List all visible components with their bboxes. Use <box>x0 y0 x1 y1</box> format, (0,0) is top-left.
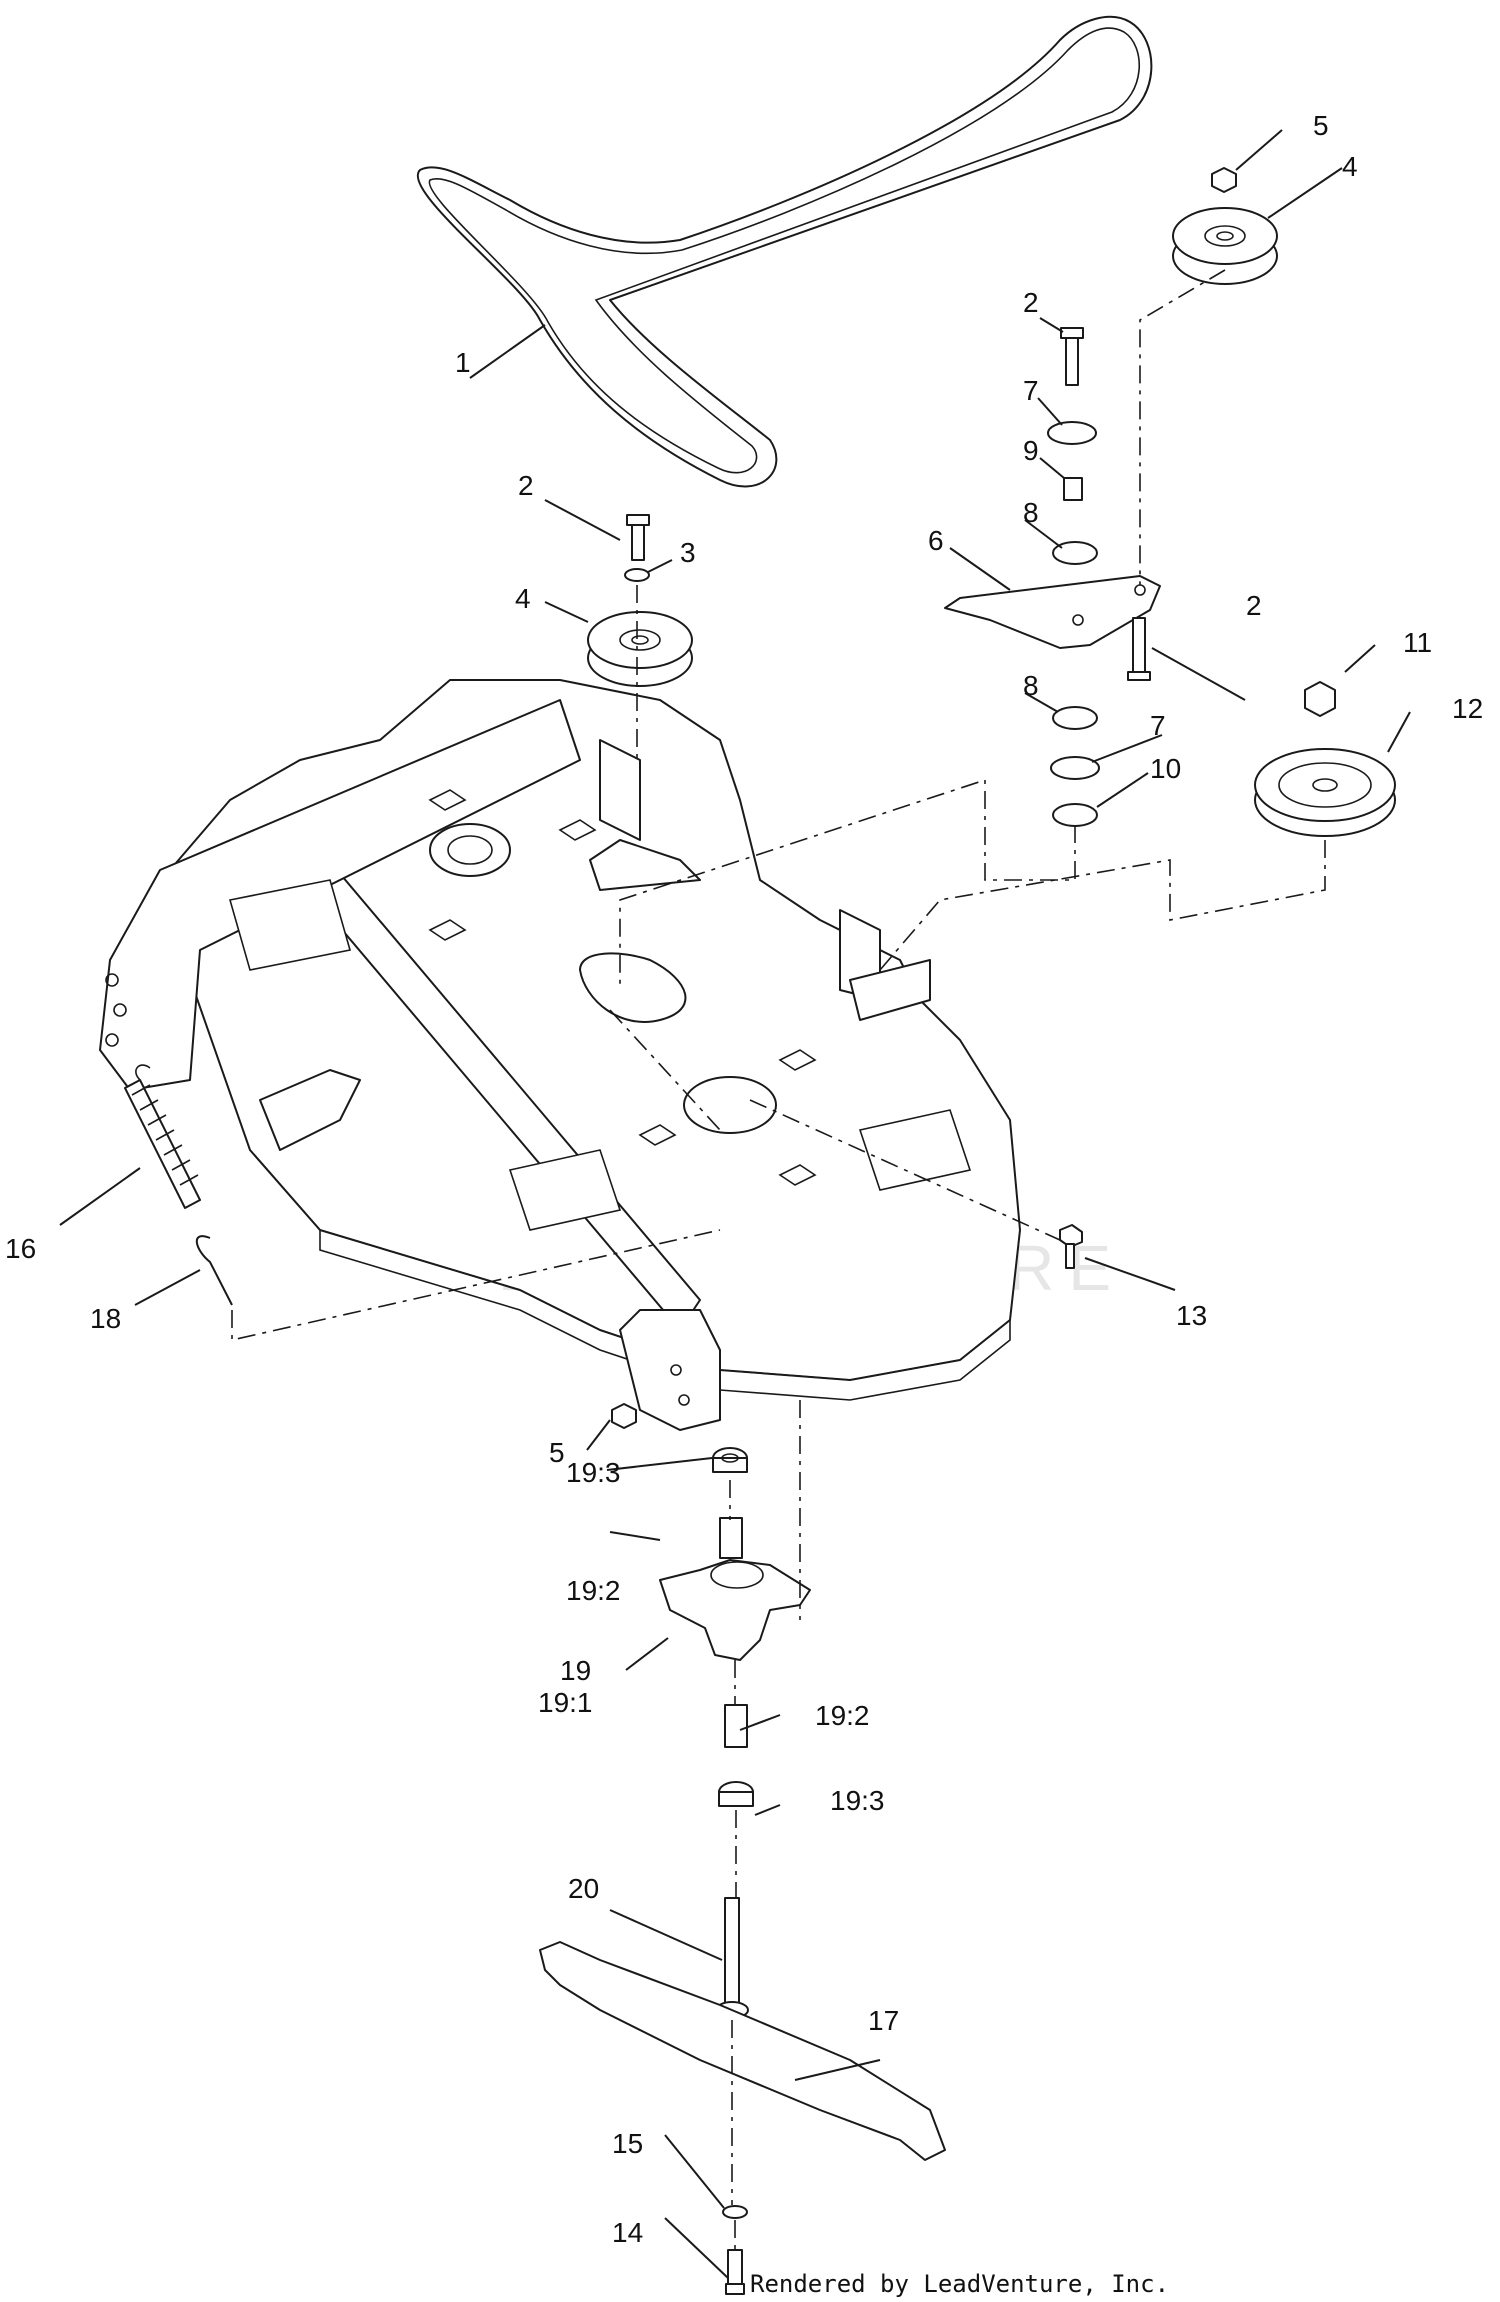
idler-pulley-left <box>587 611 693 687</box>
render-credit: Rendered by LeadVenture, Inc. <box>750 2270 1169 2298</box>
callout-3: 3 <box>680 537 696 568</box>
callout-6: 6 <box>928 525 944 556</box>
callout-19-3-top: 19:3 <box>566 1457 621 1488</box>
callout-17: 17 <box>868 2005 899 2036</box>
leader-lines <box>59 129 1411 2279</box>
washer-left <box>624 568 650 582</box>
callout-labels: 1 2 2 2 3 4 4 5 5 6 7 7 8 8 9 10 11 12 1… <box>5 110 1483 2248</box>
callout-15: 15 <box>612 2128 643 2159</box>
callout-5-bottom: 5 <box>549 1437 565 1468</box>
callout-16: 16 <box>5 1233 36 1264</box>
nut-pulley <box>1304 681 1336 717</box>
callout-9: 9 <box>1023 435 1039 466</box>
callout-4-left: 4 <box>515 583 531 614</box>
callout-12: 12 <box>1452 693 1483 724</box>
callout-14: 14 <box>612 2217 643 2248</box>
idler-pulley-right <box>1172 207 1278 285</box>
extension-spring <box>124 1064 201 1209</box>
callout-10: 10 <box>1150 753 1181 784</box>
blade-washer <box>722 2205 748 2219</box>
callout-1: 1 <box>455 347 471 378</box>
callout-2-left: 2 <box>518 470 534 501</box>
spindle-assembly <box>659 1447 811 2019</box>
callout-19-3-bottom: 19:3 <box>830 1785 885 1816</box>
idler-arm-stack <box>944 327 1161 827</box>
callout-8-bottom: 8 <box>1023 670 1039 701</box>
nut-top <box>1211 167 1237 193</box>
callout-7-bottom: 7 <box>1150 710 1166 741</box>
mower-deck <box>99 679 1021 1431</box>
callout-19-1: 19:1 <box>538 1687 593 1718</box>
callout-19-2-bottom: 19:2 <box>815 1700 870 1731</box>
blade-bolt <box>725 2249 745 2295</box>
callout-2-arm: 2 <box>1023 287 1039 318</box>
callout-4-right: 4 <box>1342 151 1358 182</box>
callout-11: 11 <box>1403 627 1432 658</box>
callout-5-top: 5 <box>1313 110 1329 141</box>
mower-blade <box>539 1941 946 2161</box>
belt <box>416 15 1153 488</box>
drive-pulley <box>1254 748 1396 837</box>
bolt-left <box>626 514 650 561</box>
callout-7-top: 7 <box>1023 375 1039 406</box>
hairpin-pin <box>195 1235 233 1306</box>
callout-18: 18 <box>90 1303 121 1334</box>
callout-2-right: 2 <box>1246 590 1262 621</box>
callout-13: 13 <box>1176 1300 1207 1331</box>
callout-20: 20 <box>568 1873 599 1904</box>
callout-19-2-top: 19:2 <box>566 1575 621 1606</box>
nut-bottom <box>611 1403 637 1429</box>
callout-19: 19 <box>560 1655 591 1686</box>
callout-8-top: 8 <box>1023 497 1039 528</box>
assembly-lines <box>231 269 1326 2250</box>
